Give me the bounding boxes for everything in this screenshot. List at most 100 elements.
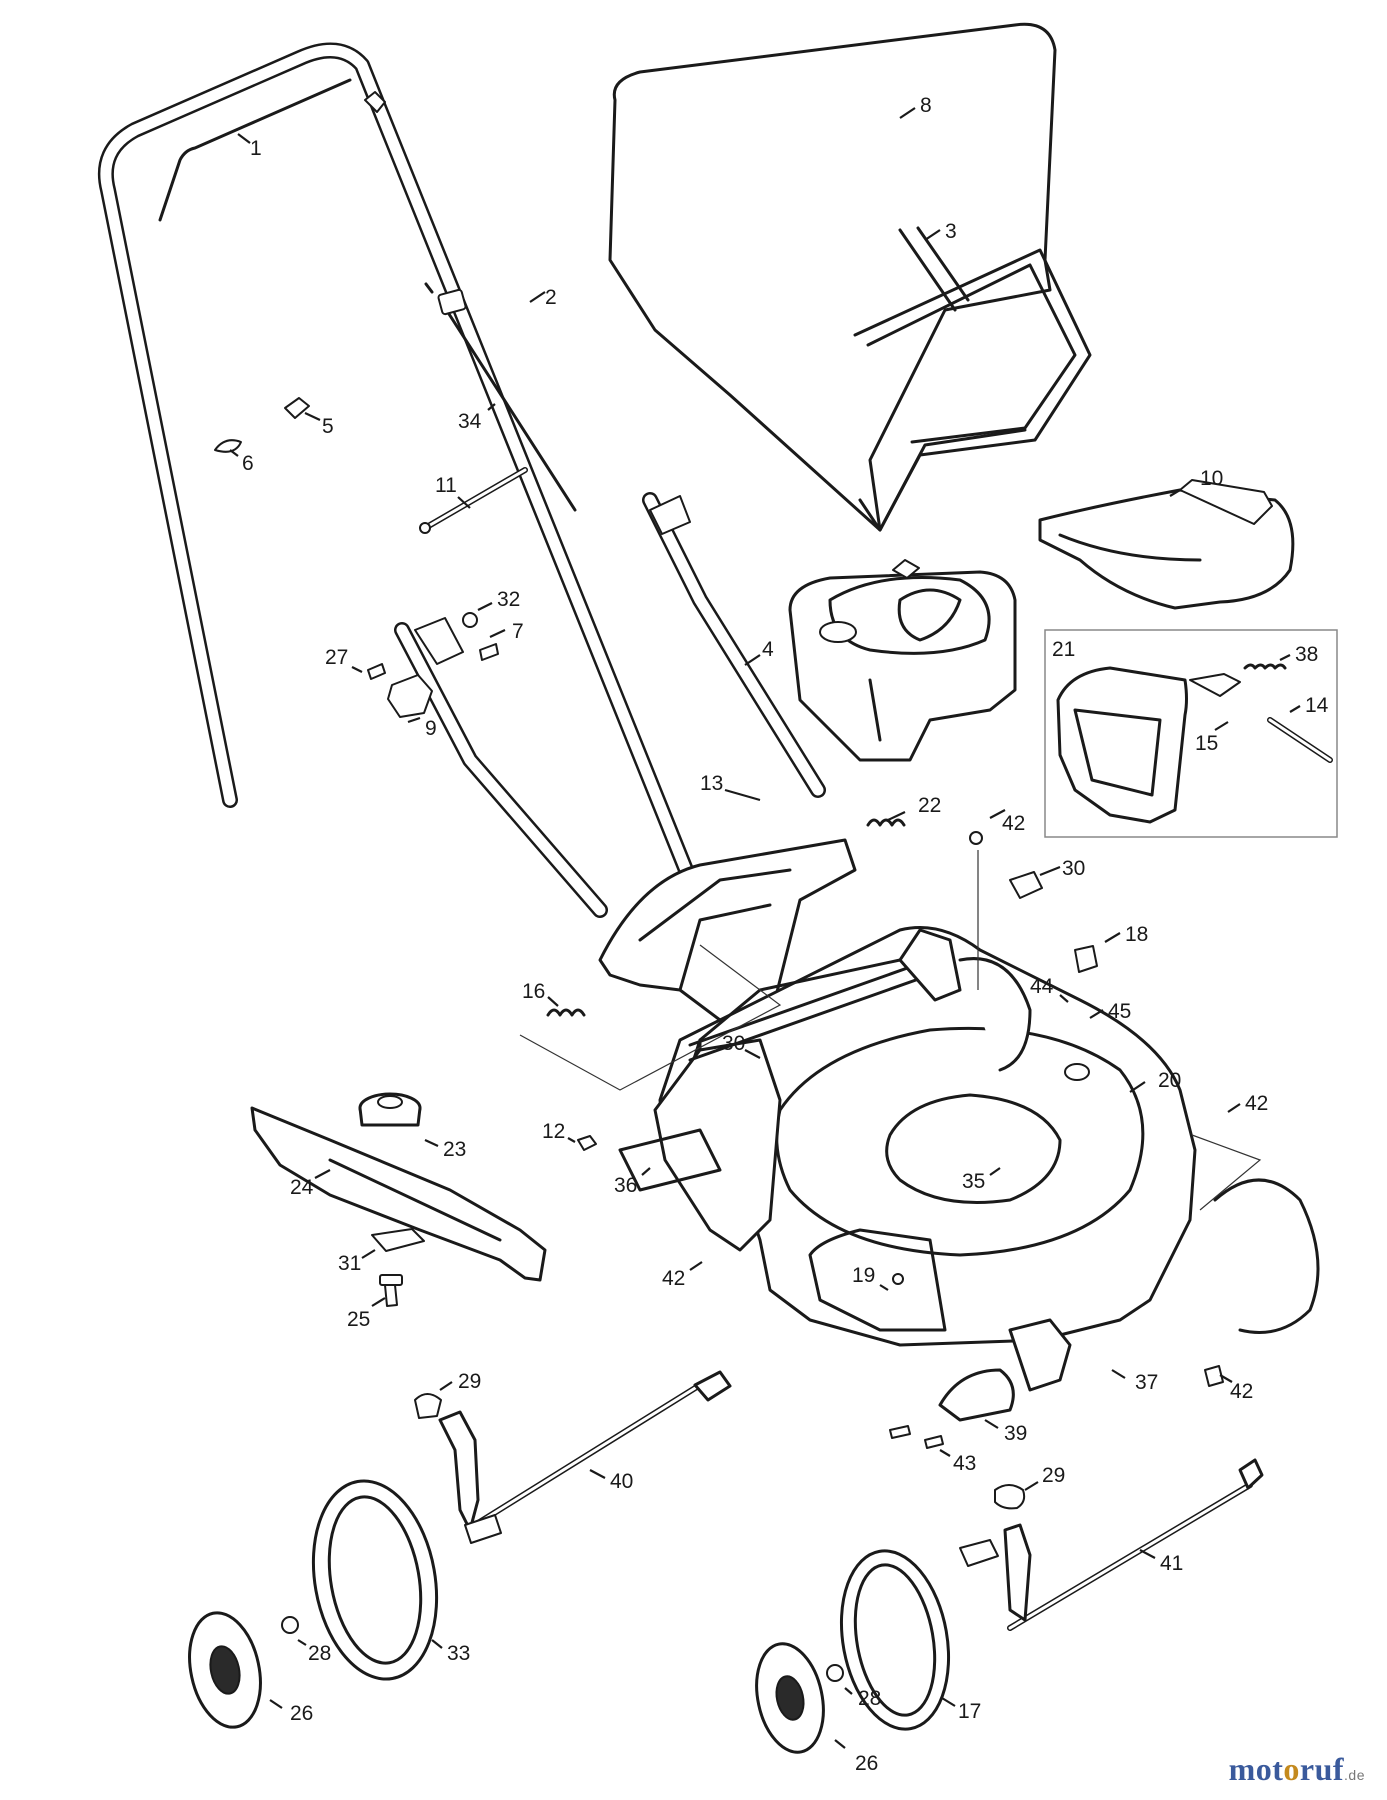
wheel-cap-29 — [414, 1393, 1026, 1510]
left-hubcap — [188, 1611, 299, 1729]
callout-23: 23 — [424, 1138, 466, 1161]
brand-letter: o — [1283, 1751, 1300, 1787]
callout-42a: 42 — [989, 809, 1025, 835]
svg-text:41: 41 — [1160, 1552, 1183, 1575]
callout-27: 27 — [325, 646, 363, 673]
callout-35: 35 — [962, 1167, 1001, 1193]
callout-13: 13 — [700, 772, 761, 802]
brand-letter: u — [1314, 1751, 1333, 1787]
callout-42d: 42 — [1219, 1374, 1253, 1403]
rod-11 — [419, 467, 528, 534]
callout-26b: 26 — [834, 1739, 878, 1775]
svg-text:19: 19 — [852, 1264, 875, 1287]
svg-text:17: 17 — [958, 1700, 981, 1723]
callout-32: 32 — [477, 588, 520, 611]
inset-box — [1044, 629, 1338, 838]
svg-text:35: 35 — [962, 1170, 985, 1193]
svg-text:42: 42 — [1002, 812, 1025, 835]
callout-29b: 29 — [1024, 1464, 1065, 1491]
callout-10: 10 — [1169, 467, 1223, 497]
engine — [788, 559, 1017, 762]
callout-12: 12 — [542, 1120, 576, 1143]
blade-bolt — [371, 1228, 425, 1307]
svg-text:28: 28 — [308, 1642, 331, 1665]
brand-watermark: motoruf.de — [1229, 1751, 1365, 1788]
brand-letter: m — [1228, 1751, 1256, 1787]
svg-text:27: 27 — [325, 646, 348, 669]
callout-42b: 42 — [1227, 1092, 1268, 1115]
svg-text:42: 42 — [1245, 1092, 1268, 1115]
svg-text:40: 40 — [610, 1470, 633, 1493]
svg-text:34: 34 — [458, 410, 482, 433]
callout-16: 16 — [522, 980, 559, 1007]
callout-24: 24 — [290, 1169, 331, 1199]
svg-text:29: 29 — [458, 1370, 481, 1393]
svg-text:2: 2 — [545, 286, 557, 309]
callout-25: 25 — [347, 1297, 386, 1331]
callout-38: 38 — [1279, 643, 1318, 666]
brand-letter: f — [1332, 1751, 1345, 1787]
control-cable — [424, 282, 577, 512]
callout-45: 45 — [1089, 1000, 1131, 1023]
callout-29a: 29 — [439, 1370, 481, 1393]
callout-30b: 30 — [722, 1032, 761, 1059]
callout-36: 36 — [614, 1167, 651, 1197]
callouts: 1 2 3 4 5 6 7 8 9 10 11 12 13 14 15 16 1… — [229, 94, 1329, 1775]
brand-letter: o — [1255, 1751, 1273, 1787]
right-wheel — [839, 1549, 951, 1731]
callout-28b: 28 — [844, 1687, 881, 1710]
callout-3: 3 — [924, 220, 957, 243]
callout-8: 8 — [899, 94, 932, 119]
svg-text:3: 3 — [945, 220, 957, 243]
callout-21: 21 — [1052, 638, 1075, 661]
svg-text:9: 9 — [425, 717, 437, 740]
svg-text:30: 30 — [722, 1032, 745, 1055]
callout-22: 22 — [887, 794, 941, 821]
height-adjuster — [889, 1318, 1224, 1449]
grass-bag — [608, 22, 1092, 532]
callout-19: 19 — [852, 1264, 889, 1291]
nut-12 — [577, 1135, 597, 1151]
svg-text:11: 11 — [435, 474, 457, 497]
callout-18: 18 — [1104, 923, 1148, 946]
svg-text:22: 22 — [918, 794, 941, 817]
callout-7: 7 — [489, 620, 524, 643]
callout-1: 1 — [237, 133, 262, 160]
svg-text:15: 15 — [1195, 732, 1218, 755]
callout-31: 31 — [338, 1249, 376, 1275]
callout-43: 43 — [939, 1449, 976, 1475]
svg-text:24: 24 — [290, 1176, 314, 1199]
svg-text:5: 5 — [322, 415, 334, 438]
svg-text:14: 14 — [1305, 694, 1329, 717]
lower-handle — [394, 492, 826, 918]
front-axle — [438, 1370, 732, 1544]
callout-41: 41 — [1139, 1549, 1183, 1575]
svg-text:32: 32 — [497, 588, 520, 611]
blade — [250, 1106, 547, 1282]
callout-28a: 28 — [297, 1639, 331, 1665]
callout-33: 33 — [431, 1639, 470, 1665]
callout-44: 44 — [1030, 975, 1069, 1003]
svg-text:26: 26 — [290, 1702, 313, 1725]
svg-text:25: 25 — [347, 1308, 370, 1331]
svg-text:20: 20 — [1158, 1069, 1181, 1092]
callout-9: 9 — [407, 716, 437, 740]
callout-17: 17 — [941, 1697, 981, 1723]
handle-hardware — [214, 397, 691, 718]
svg-text:45: 45 — [1108, 1000, 1131, 1023]
svg-text:42: 42 — [1230, 1380, 1253, 1403]
svg-text:42: 42 — [662, 1267, 685, 1290]
left-wheel — [311, 1479, 439, 1681]
svg-text:8: 8 — [920, 94, 932, 117]
svg-text:6: 6 — [242, 452, 254, 475]
callout-11: 11 — [435, 474, 471, 509]
springs — [546, 818, 906, 1017]
svg-text:1: 1 — [250, 137, 262, 160]
callout-4: 4 — [744, 638, 774, 666]
svg-text:31: 31 — [338, 1252, 361, 1275]
svg-text:33: 33 — [447, 1642, 470, 1665]
svg-text:30: 30 — [1062, 857, 1085, 880]
rear-axle — [959, 1458, 1264, 1631]
svg-text:28: 28 — [858, 1687, 881, 1710]
